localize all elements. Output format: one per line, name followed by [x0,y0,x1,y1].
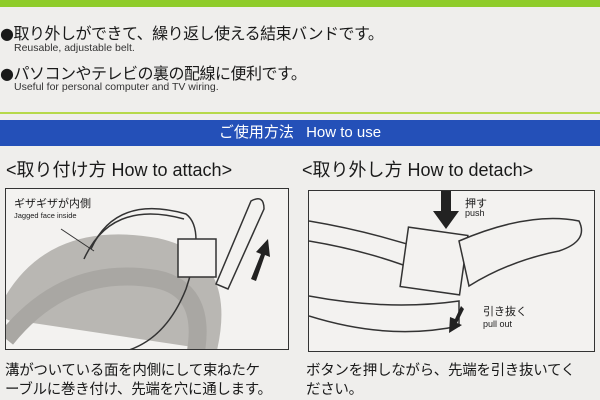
feature-1-jp: ●取り外しができて、繰り返し使える結束バンドです。 [0,24,384,43]
how-to-use-bar: ご使用方法 How to use [0,120,600,146]
feature-1-en: Reusable, adjustable belt. [14,42,135,54]
pull-label-jp: 引き抜く [483,306,527,318]
attach-heading: <取り付け方 How to attach> [6,160,233,180]
feature-2-en: Useful for personal computer and TV wiri… [14,81,219,93]
how-to-use-en: How to use [306,124,382,141]
green-top-band [0,0,600,7]
detach-illustration: 押す push 引き抜く pull out [308,190,595,352]
detach-heading: <取り外し方 How to detach> [302,160,534,180]
attach-caption-line-2: ーブルに巻き付け、先端を穴に通します。 [5,382,272,398]
feature-2-jp: ●パソコンやテレビの裏の配線に便利です。 [0,64,307,83]
detach-caption: ボタンを押しながら、先端を引き抜いてく ださい。 [306,362,575,400]
jagged-label-jp: ギザギザが内側 [14,198,91,210]
divider [0,112,600,114]
jagged-label-en: Jagged face inside [14,211,77,220]
push-label-en: push [465,208,485,218]
how-to-use-jp: ご使用方法 [218,124,294,141]
cable-tie-detach-drawing [309,191,583,333]
push-label-jp: 押す [465,198,487,210]
detach-caption-line-1: ボタンを押しながら、先端を引き抜いてく [306,363,575,379]
up-arrow-icon [251,239,270,281]
attach-caption-line-1: 溝がついている面を内側にして束ねたケ [5,363,260,379]
pull-arrow-icon [449,306,464,333]
attach-caption: 溝がついている面を内側にして束ねたケ ーブルに巻き付け、先端を穴に通します。 [5,362,272,400]
detach-caption-line-2: ださい。 [306,382,363,398]
cable-tie-attach-drawing [6,198,270,349]
attach-illustration: ギザギザが内側 Jagged face inside [5,188,289,350]
pull-label-en: pull out [483,319,513,329]
down-arrow-icon [433,191,459,229]
